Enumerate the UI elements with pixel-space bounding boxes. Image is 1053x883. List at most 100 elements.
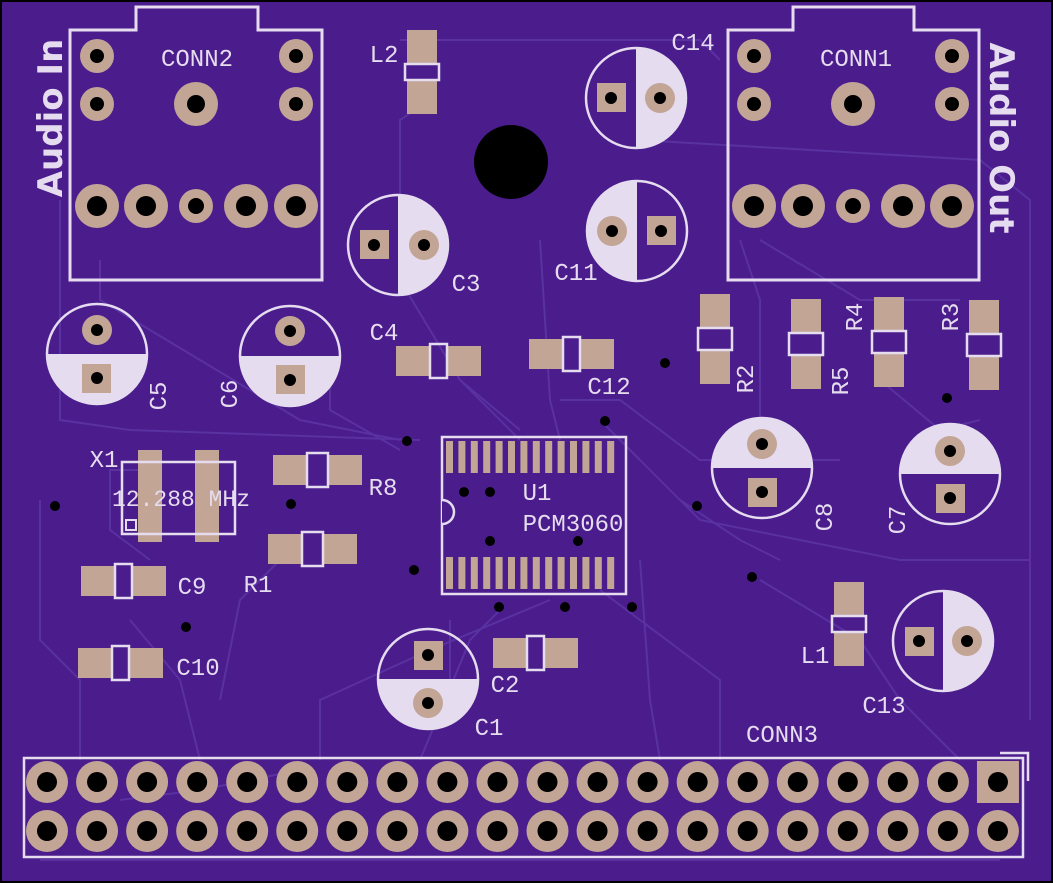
conn3-pins bbox=[26, 761, 1019, 852]
c4-footprint bbox=[396, 342, 481, 380]
header-pin-hole bbox=[687, 821, 708, 841]
r3-label: R3 bbox=[939, 303, 966, 332]
u1-pad bbox=[545, 557, 553, 589]
c14-footprint bbox=[584, 46, 688, 150]
via bbox=[494, 602, 504, 612]
header-pin-hole bbox=[637, 821, 658, 841]
u1-pad bbox=[458, 557, 466, 589]
via bbox=[660, 358, 670, 368]
via bbox=[560, 602, 570, 612]
u1-pad bbox=[570, 441, 577, 473]
u1-pad bbox=[570, 557, 577, 589]
header-pin-hole bbox=[387, 821, 408, 841]
u1-pad bbox=[483, 441, 491, 473]
c8-footprint bbox=[710, 416, 814, 520]
header-pin-hole bbox=[487, 772, 508, 792]
header-pin-hole bbox=[437, 821, 458, 841]
via bbox=[286, 499, 296, 509]
conn3-label: CONN3 bbox=[746, 723, 818, 750]
audio-in-label: Audio In bbox=[31, 39, 71, 198]
header-pin-hole bbox=[737, 821, 758, 841]
u1-pad bbox=[495, 441, 503, 473]
header-pin-hole bbox=[537, 772, 558, 792]
conn3-outline bbox=[22, 756, 1025, 859]
u1-pad bbox=[458, 441, 466, 473]
u1-pad bbox=[607, 441, 615, 473]
c2-footprint bbox=[493, 634, 578, 672]
r2-label: R2 bbox=[734, 365, 761, 394]
header-pin-hole bbox=[587, 772, 608, 792]
header-pin-hole bbox=[87, 772, 108, 792]
c6-footprint bbox=[238, 304, 342, 408]
c14-label: C14 bbox=[671, 31, 714, 58]
u1-pad bbox=[483, 557, 491, 589]
via bbox=[459, 487, 469, 497]
c10-label: C10 bbox=[176, 656, 219, 683]
conn3-pin1-marker bbox=[1000, 751, 1030, 781]
u1-pad bbox=[557, 441, 565, 473]
via bbox=[50, 501, 60, 511]
header-pin-hole bbox=[137, 772, 158, 792]
header-pin-hole bbox=[687, 772, 708, 792]
header-pin-hole bbox=[287, 772, 308, 792]
via bbox=[402, 436, 412, 446]
c9-label: C9 bbox=[178, 575, 207, 602]
u1-pad bbox=[508, 557, 515, 589]
header-pin-hole bbox=[937, 821, 958, 841]
u1-part: PCM3060 bbox=[523, 512, 624, 539]
c11-label: C11 bbox=[554, 261, 597, 288]
conn1-footprint bbox=[726, 5, 981, 282]
u1-pad bbox=[532, 441, 540, 473]
conn2-footprint bbox=[68, 5, 324, 282]
r2-footprint bbox=[696, 294, 734, 384]
r4-label: R4 bbox=[843, 303, 870, 332]
l2-footprint bbox=[403, 30, 441, 114]
c11-footprint bbox=[585, 179, 689, 283]
c9-footprint bbox=[81, 562, 166, 600]
header-pin-hole bbox=[787, 772, 808, 792]
u1-pad bbox=[582, 441, 590, 473]
u1-pad bbox=[446, 557, 453, 589]
header-pin-hole bbox=[787, 821, 808, 841]
header-pin-hole bbox=[337, 772, 358, 792]
c8-label: C8 bbox=[813, 503, 840, 532]
header-pin-hole bbox=[37, 821, 57, 841]
header-pin-hole bbox=[37, 772, 57, 792]
header-pin-hole bbox=[937, 772, 958, 792]
header-pin-hole bbox=[987, 821, 1008, 841]
header-pin-hole bbox=[237, 821, 258, 841]
u1-pad bbox=[532, 557, 540, 589]
via bbox=[747, 572, 757, 582]
c12-footprint bbox=[529, 335, 614, 373]
c3-footprint bbox=[346, 193, 450, 297]
c2-label: C2 bbox=[491, 673, 520, 700]
u1-pad bbox=[545, 441, 553, 473]
c7-label: C7 bbox=[886, 506, 913, 535]
via bbox=[485, 487, 495, 497]
c6-label: C6 bbox=[218, 380, 245, 409]
header-pin-hole bbox=[437, 772, 458, 792]
u1-pad bbox=[520, 441, 528, 473]
c5-footprint bbox=[45, 302, 149, 406]
c1-label: C1 bbox=[475, 716, 504, 743]
u1-pad bbox=[520, 557, 528, 589]
c13-footprint bbox=[891, 589, 995, 693]
header-pin-hole bbox=[137, 821, 158, 841]
via bbox=[181, 622, 191, 632]
header-pin-hole bbox=[837, 821, 858, 841]
r4-footprint bbox=[870, 297, 908, 387]
header-pin-hole bbox=[337, 821, 358, 841]
via bbox=[942, 393, 952, 403]
vias bbox=[50, 358, 952, 632]
x1-footprint bbox=[120, 450, 237, 542]
u1-pad bbox=[495, 557, 503, 589]
c7-footprint bbox=[898, 422, 1002, 526]
r1-footprint bbox=[268, 530, 357, 568]
l1-footprint bbox=[830, 582, 868, 666]
r5-label: R5 bbox=[829, 367, 856, 396]
u1-ref: U1 bbox=[523, 481, 552, 508]
via bbox=[692, 501, 702, 511]
header-pin-hole bbox=[237, 772, 258, 792]
